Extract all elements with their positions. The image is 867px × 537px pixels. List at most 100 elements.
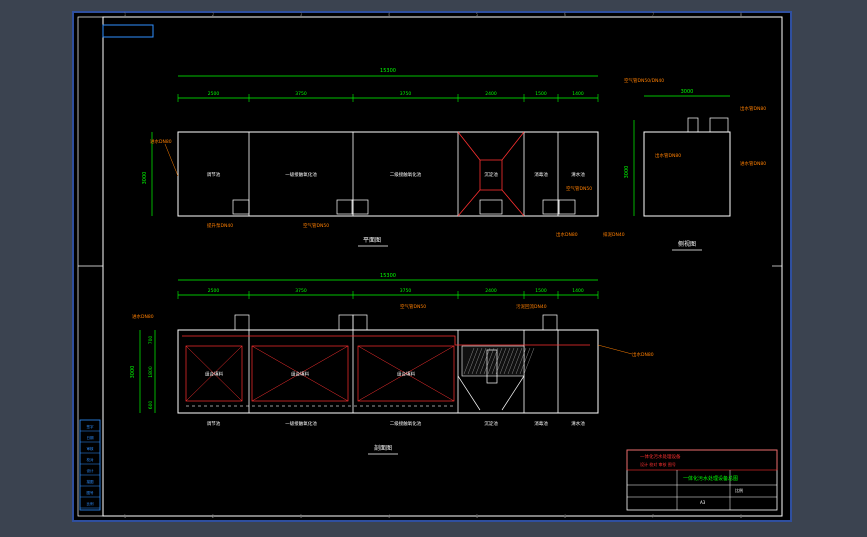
hatch-line-13 [515, 347, 527, 375]
section-media-boxes: 组合填料组合填料组合填料 [185, 345, 455, 407]
plan-tank-label-3: 沉淀池 [484, 171, 498, 178]
dim-bot-seg-label-1: 3750 [295, 288, 307, 294]
grid-bottom-2: 3 [300, 514, 303, 519]
sec-tank-label-4: 消毒池 [534, 420, 548, 427]
dim-sec-h1: 700 [148, 336, 154, 345]
media-box-2 [357, 345, 455, 402]
grid-top-6: 7 [652, 12, 655, 17]
anno-pipe-in-leader [164, 143, 179, 177]
anno-plan-low2: 排泥DN40 [603, 231, 625, 238]
dim-top-seg-label-1: 3750 [295, 91, 307, 97]
title-block-header: 一体化污水处理设备 [640, 453, 681, 460]
hatch-line-15 [523, 347, 535, 375]
side-view-title: 侧视图 [678, 240, 696, 248]
grid-top-2: 3 [300, 12, 303, 17]
plan-tank-label-2: 二级接触氧化池 [390, 171, 422, 178]
media-box-1 [251, 345, 349, 402]
dim-top-seg-label-0: 2500 [208, 91, 220, 97]
dim-plan-height: 3000 [142, 172, 148, 185]
title-block-scale-label: 比例 [735, 487, 743, 493]
section-tank-outline [177, 329, 599, 414]
side-riser-2 [709, 117, 729, 133]
anno-sec-in: 进水DN80 [132, 313, 154, 320]
sec-tank-label-5: 清水池 [571, 420, 585, 427]
dim-top-seg-label-5: 1400 [572, 91, 584, 97]
grid-bottom-7: 8 [740, 514, 743, 519]
plan-settling-hopper [457, 131, 525, 217]
dim-bot-seg-label-2: 3750 [400, 288, 412, 294]
hatch-line-5 [483, 347, 495, 375]
media-label-0: 组合填料 [205, 371, 223, 378]
hopper-line-2 [501, 131, 525, 161]
anno-sec-out-leader [597, 344, 633, 355]
grid-top-5: 6 [564, 12, 567, 17]
side-tank-outline [643, 131, 731, 217]
media-cross-b-2 [357, 345, 455, 402]
title-block-subheader: 设计 校对 审核 图号 [640, 461, 676, 467]
media-cross-b-0 [185, 345, 243, 402]
section-view-title: 剖面图 [374, 444, 392, 452]
plan-tank-label-5: 清水池 [571, 171, 585, 178]
title-block-header-box [626, 449, 778, 471]
hatch-line-1 [467, 347, 479, 375]
anno-sec-return: 污泥回流DN40 [516, 303, 547, 310]
anno-pipe-in: 进水DN80 [150, 138, 172, 145]
side-riser-1 [687, 117, 699, 133]
section-pipe-main [182, 335, 590, 346]
anno-plan-low1: 出水DN80 [556, 231, 578, 238]
hatch-line-6 [487, 347, 499, 375]
plan-tank-outline [177, 131, 599, 217]
grid-bottom-1: 2 [212, 514, 215, 519]
equip-6 [558, 199, 576, 215]
stamp-row-0: 签字 [87, 424, 94, 429]
sec-riser-4 [542, 314, 558, 331]
hatch-line-10 [503, 347, 515, 375]
hopper-line-4 [501, 189, 525, 217]
media-cross-b-1 [251, 345, 349, 402]
anno-side-top: 空气管DN50/DN40 [624, 77, 664, 84]
grid-bottom-5: 6 [564, 514, 567, 519]
sec-riser-1 [234, 314, 250, 331]
section-tank-labels: 调节池一级接触氧化池二级接触氧化池沉淀池消毒池清水池 [207, 420, 585, 427]
hatch-line-12 [511, 347, 523, 375]
sec-tank-label-2: 二级接触氧化池 [390, 420, 422, 427]
anno-plan-right: 空气管DN50 [566, 185, 592, 192]
drawing-sheet [72, 11, 792, 522]
stamp-row-7: 比例 [87, 501, 94, 506]
hatch-line-3 [475, 347, 487, 375]
hatch-line-8 [495, 347, 507, 375]
stamp-row-3: 校对 [87, 457, 94, 462]
grid-bottom-3: 4 [388, 514, 391, 519]
title-block-drawing-name: 一体化污水处理设备总图 [683, 475, 738, 482]
tube-settler-hatch [463, 347, 535, 375]
plan-tank-labels: 调节池一级接触氧化池二级接触氧化池沉淀池消毒池清水池 [207, 171, 585, 178]
grid-top-3: 4 [388, 12, 391, 17]
plan-tank-label-4: 消毒池 [534, 171, 548, 178]
grid-bottom-0: 1 [124, 514, 127, 519]
anno-side-mid2: 出水管DN80 [655, 152, 681, 159]
hatch-line-9 [499, 347, 511, 375]
stamp-row-6: 图号 [87, 490, 94, 495]
anno-sec-out: 出水DN80 [632, 351, 654, 358]
sec-tank-label-0: 调节池 [207, 420, 221, 427]
left-stamp-frame [79, 419, 101, 511]
plan-view-title: 平面图 [363, 237, 381, 244]
grid-top-4: 5 [476, 12, 479, 17]
title-block: 一体化污水处理设备 设计 校对 审核 图号 一体化污水处理设备总图 比例 A3 [626, 449, 778, 511]
anno-side-low: 进水管DN80 [740, 160, 766, 167]
stamp-row-1: 日期 [87, 435, 94, 440]
dim-sec-h2: 1800 [148, 366, 154, 378]
grid-bottom-6: 7 [652, 514, 655, 519]
dim-top-seg-label-3: 2400 [485, 91, 497, 97]
top-left-tag-box [102, 24, 154, 38]
grid-top-1: 2 [212, 12, 215, 17]
dim-top-total-label: 15300 [380, 68, 396, 74]
media-label-1: 组合填料 [291, 371, 309, 378]
